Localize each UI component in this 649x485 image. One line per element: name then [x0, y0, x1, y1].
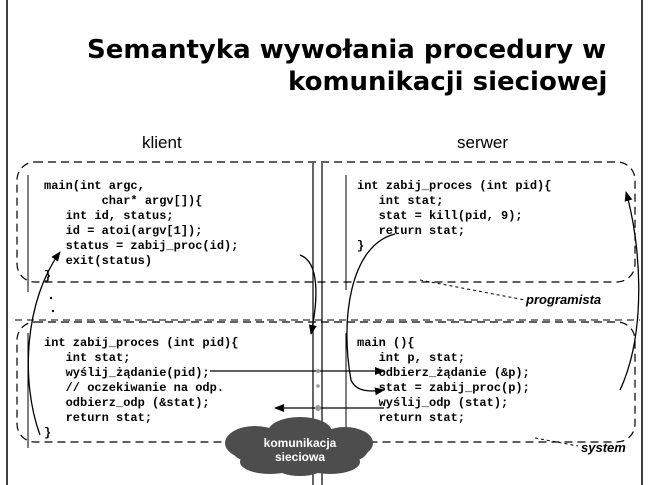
system-layer-region: [16, 321, 636, 443]
arrow-return-to-main: [27, 251, 61, 436]
system-layer-tag: system: [581, 440, 626, 455]
system-tag-leader: [534, 437, 579, 447]
network-cloud-label: komunikacja sieciowa: [240, 436, 360, 464]
continuation-dot: [51, 309, 55, 313]
network-cloud: [225, 417, 373, 476]
network-junction: [316, 384, 320, 388]
network-junction: [315, 405, 321, 411]
programmer-layer-tag: programista: [526, 292, 602, 307]
server-column-header: serwer: [457, 133, 509, 152]
server-proc-code: int zabij_proces (int pid){ int stat; st…: [357, 179, 552, 253]
continuation-dot: [49, 296, 53, 300]
network-label-line2: sieciowa: [274, 450, 326, 464]
server-stub-code: main (){ int p, stat; odbierz_żądanie (&…: [357, 336, 530, 425]
client-column-header: klient: [142, 133, 182, 152]
programmer-tag-leader: [419, 279, 526, 301]
network-label-line1: komunikacja: [263, 436, 337, 450]
arrow-call-proc: [619, 191, 640, 391]
client-stub-code: int zabij_proces (int pid){ int stat; wy…: [44, 336, 239, 440]
client-main-code: main(int argc, char* argv[]){ int id, st…: [44, 179, 239, 283]
programmer-layer-region: [16, 161, 636, 283]
network-junction: [316, 369, 320, 373]
slide-title-line1: Semantyka wywołania procedury w: [87, 35, 607, 65]
arrow-call-stub: [299, 254, 317, 335]
arrow-return-to-stub: [346, 233, 396, 396]
slide-title-line2: komunikacji sieciowej: [288, 67, 608, 97]
